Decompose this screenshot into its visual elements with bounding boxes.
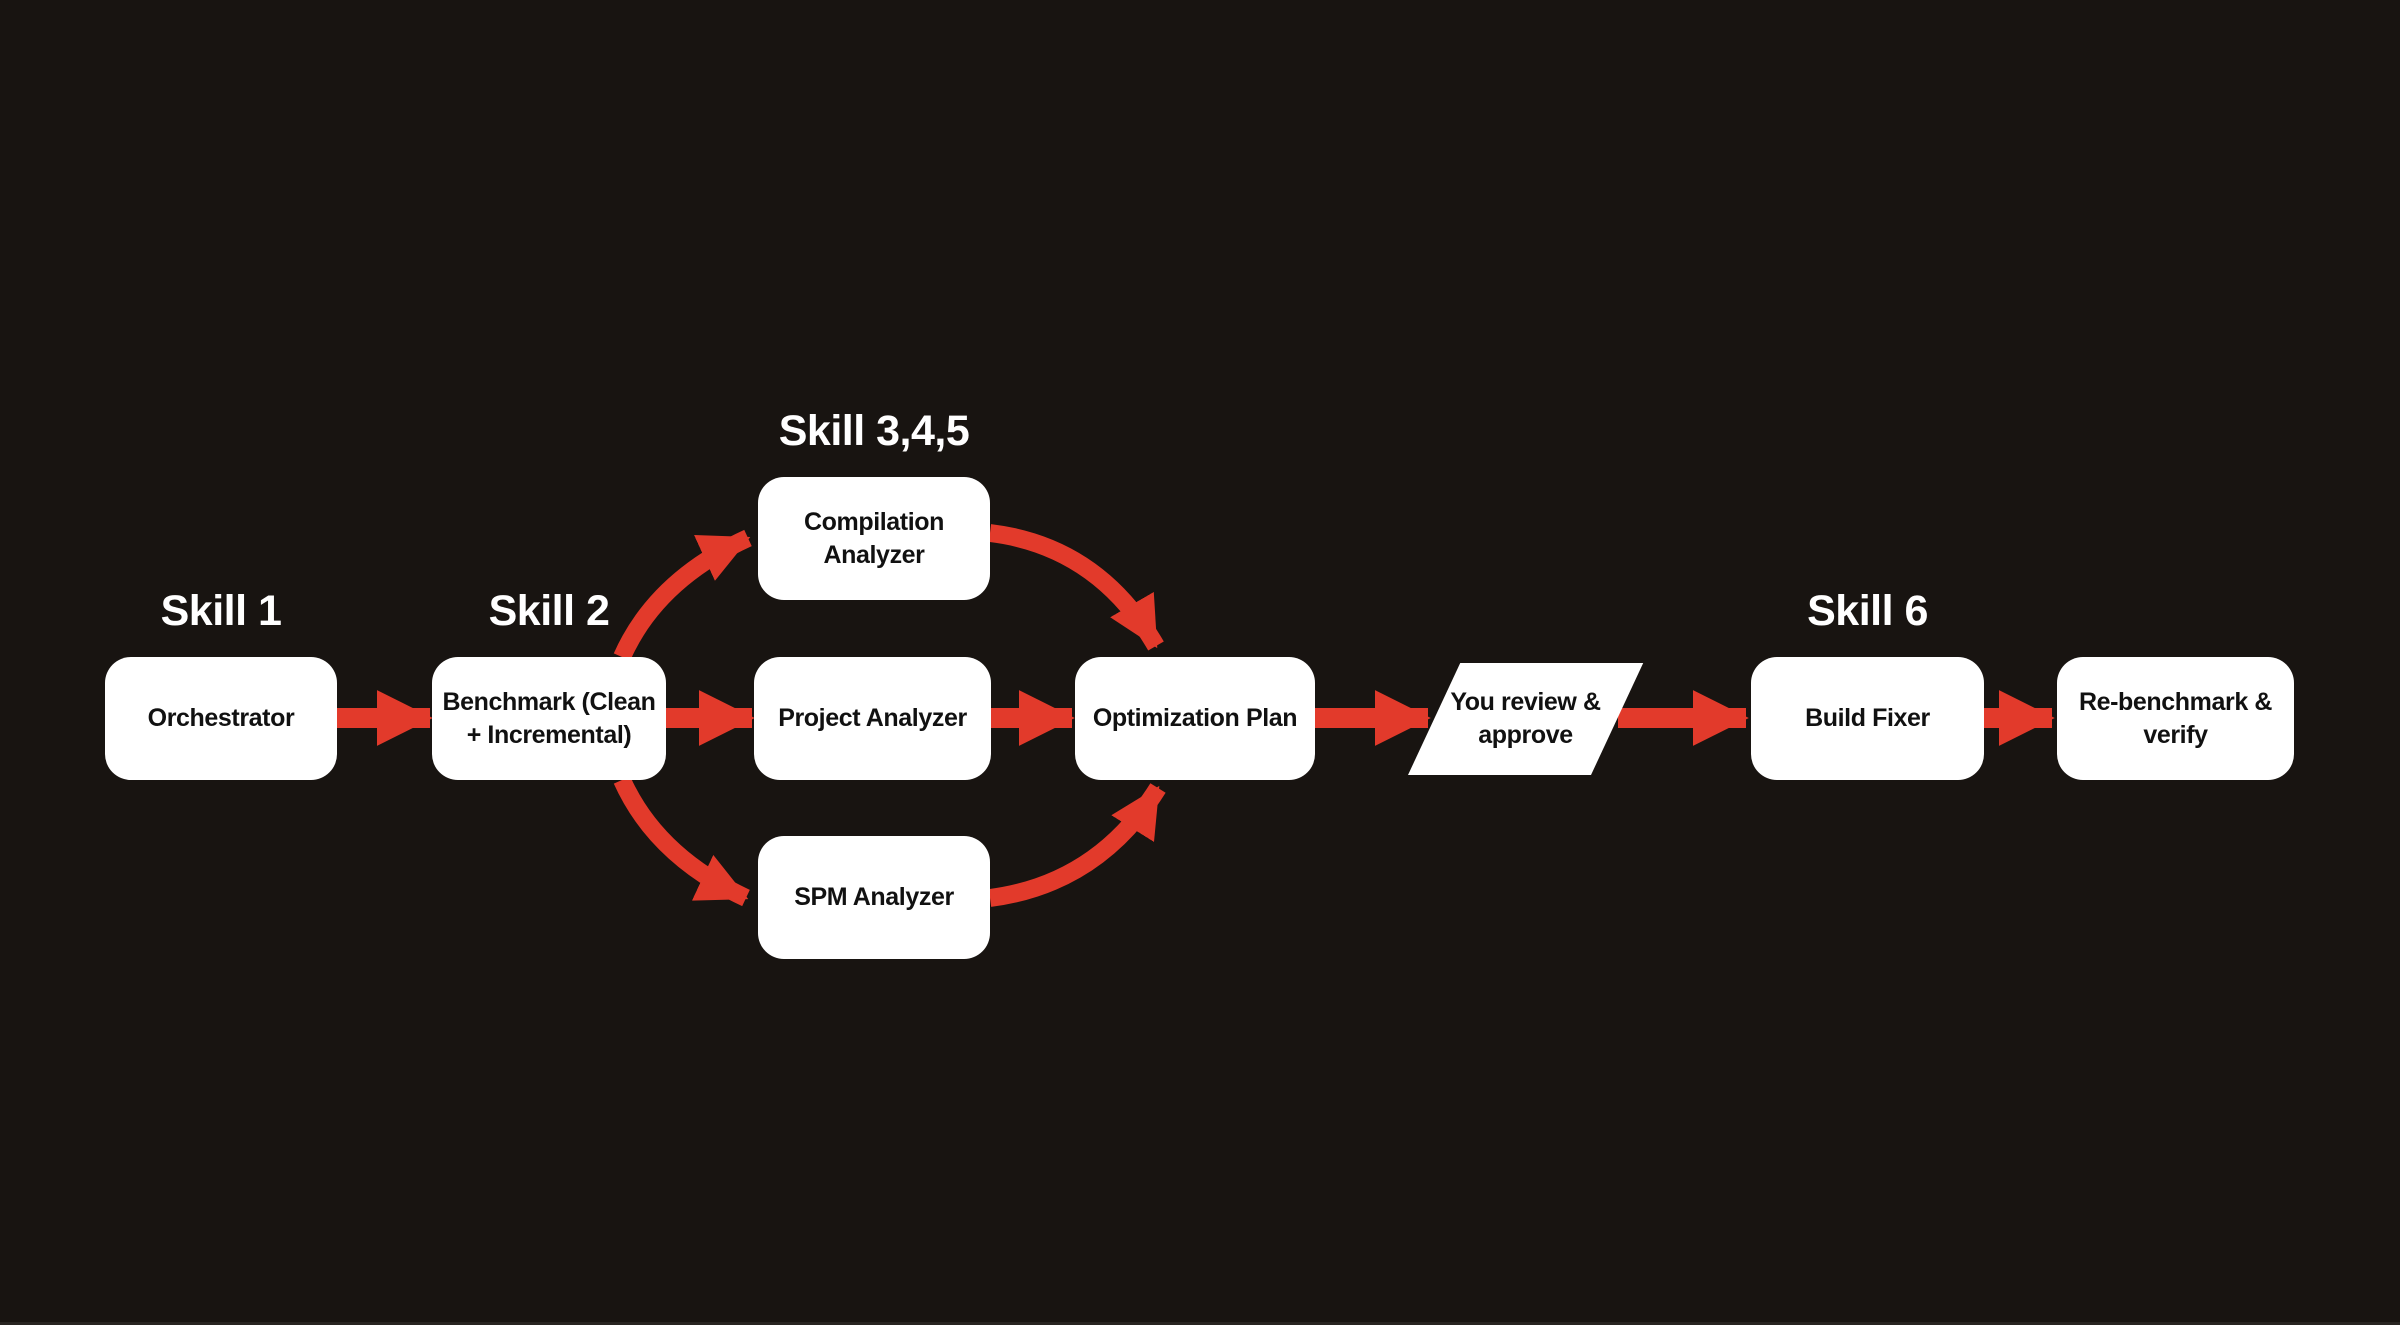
- node-compilation-analyzer: Compilation Analyzer: [758, 477, 990, 600]
- arrow-benchmark-to-spm-analyzer: [613, 776, 750, 907]
- skill-1-label: Skill 1: [160, 587, 282, 635]
- node-review-approve-label: You review & approve: [1450, 688, 1601, 749]
- skill-3-4-5-label: Skill 3,4,5: [778, 407, 970, 455]
- node-project-analyzer: Project Analyzer: [754, 657, 991, 780]
- arrow-spm-analyzer-to-optimization-plan: [988, 783, 1166, 907]
- arrow-benchmark-to-compilation-analyzer: [613, 529, 752, 661]
- node-benchmark: Benchmark (Clean + Incremental): [432, 657, 666, 780]
- node-optimization-plan: Optimization Plan: [1075, 657, 1315, 780]
- bottom-edge-line: [0, 1322, 2400, 1325]
- node-spm-analyzer: SPM Analyzer: [758, 836, 990, 959]
- node-rebenchmark-verify: Re-benchmark & verify: [2057, 657, 2294, 780]
- arrow-compilation-analyzer-to-optimization-plan: [988, 524, 1164, 651]
- skill-2-label: Skill 2: [488, 587, 610, 635]
- node-build-fixer: Build Fixer: [1751, 657, 1984, 780]
- node-orchestrator: Orchestrator: [105, 657, 337, 780]
- skill-6-label: Skill 6: [1807, 587, 1928, 635]
